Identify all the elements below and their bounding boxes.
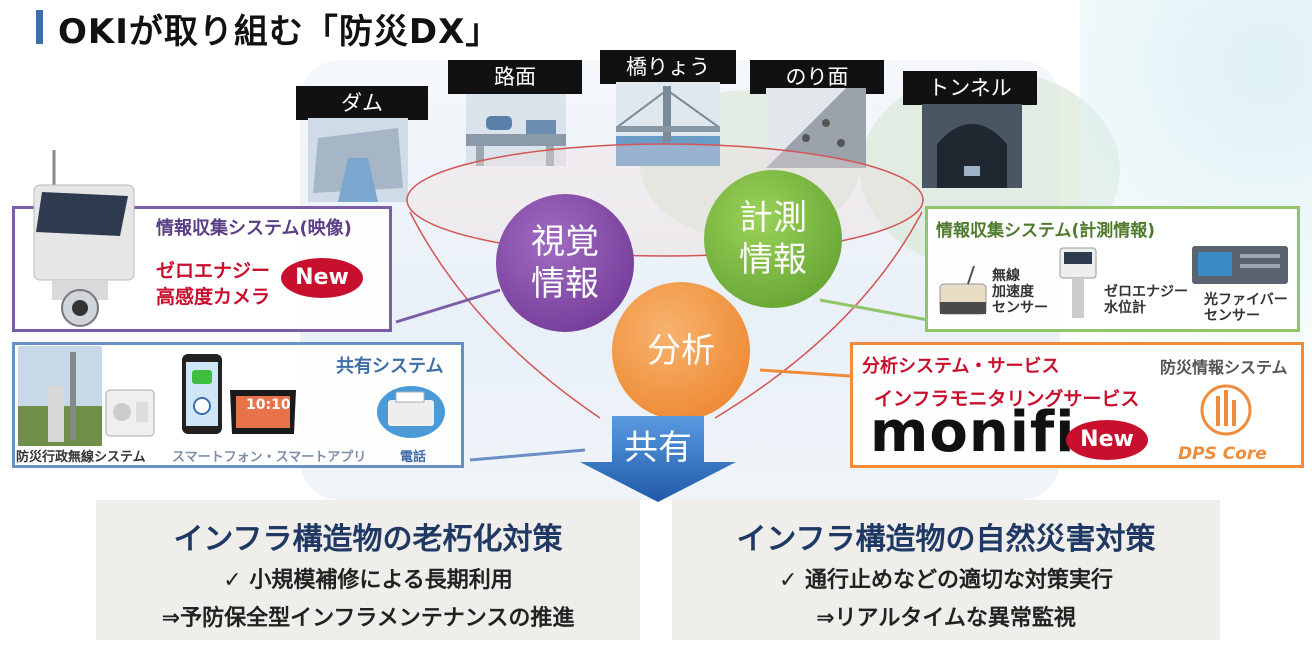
dps-core-icon: [1200, 384, 1252, 436]
smart-display-image: [230, 390, 296, 434]
sensor2-line1: ゼロエナジー: [1104, 284, 1188, 300]
camera-new-badge: New: [281, 258, 363, 298]
analysis-system-title: 分析システム・サービス: [862, 356, 1060, 377]
share-item3-label: 電話: [400, 450, 427, 465]
smartphone-image: [182, 354, 222, 434]
page-title: OKIが取り組む「防災DX」: [58, 12, 501, 52]
structure-tag-tunnel: トンネル: [903, 71, 1037, 105]
analysis-label: 分析: [647, 331, 715, 371]
measure-info-line1: 計測: [739, 198, 807, 238]
sensor2-line2: 水位計: [1104, 300, 1146, 316]
fiber-sensor-image: [1192, 246, 1288, 284]
camera-product-line1: ゼロエナジー: [156, 260, 271, 282]
measure-info-line2: 情報: [739, 240, 807, 280]
solar-camera-image: [33, 150, 135, 327]
sensor2-label: ゼロエナジー 水位計: [1104, 284, 1188, 316]
measure-info-circle: 計測 情報: [704, 170, 842, 308]
visual-info-line1: 視覚: [531, 222, 599, 262]
slope-image: [766, 88, 866, 168]
video-system-title: 情報収集システム(映像): [156, 218, 352, 239]
camera-product-line2: 高感度カメラ: [156, 286, 271, 308]
fax-phone-image: [377, 386, 445, 438]
monifi-new-badge: New: [1066, 420, 1148, 460]
clock-display: 10:10: [246, 397, 291, 413]
share-item2-label: スマートフォン・スマートアプリ: [172, 450, 367, 465]
measure-system-title: 情報収集システム(計測情報): [936, 221, 1156, 241]
visual-info-line2: 情報: [531, 264, 599, 304]
sensor1-label: 無線 加速度 センサー: [992, 268, 1048, 316]
disaster-measures-line2: ⇒リアルタイムな異常監視: [816, 606, 1076, 631]
disaster-measures-title: インフラ構造物の自然災害対策: [736, 522, 1156, 557]
tunnel-image: [922, 104, 1022, 188]
structure-tag-road: 路面: [448, 60, 582, 94]
dps-system-title: 防災情報システム: [1160, 358, 1288, 377]
sensor1-line2: 加速度: [992, 284, 1034, 300]
title-accent-bar: [36, 10, 43, 44]
share-system-title: 共有システム: [336, 356, 444, 377]
sensor1-line1: 無線: [992, 268, 1020, 284]
share-item1-label: 防災行政無線システム: [16, 450, 146, 465]
aging-measures-line1: ✓ 小規模補修による長期利用: [223, 568, 513, 593]
dps-core-label: DPS Core: [1178, 444, 1267, 464]
sensor1-line3: センサー: [992, 300, 1048, 316]
sensor3-line2: センサー: [1204, 308, 1260, 324]
accelerometer-image: [939, 265, 987, 315]
radio-tower-image: [18, 346, 102, 446]
dam-image: [308, 118, 408, 202]
visual-info-circle: 視覚 情報: [496, 194, 634, 332]
bottom-right-box: インフラ構造物の自然災害対策 ✓ 通行止めなどの適切な対策実行 ⇒リアルタイムな…: [672, 500, 1220, 640]
disaster-measures-line1: ✓ 通行止めなどの適切な対策実行: [778, 568, 1114, 593]
bottom-left-box: インフラ構造物の老朽化対策 ✓ 小規模補修による長期利用 ⇒予防保全型インフラメ…: [96, 500, 640, 640]
sensor3-line1: 光ファイバー: [1204, 292, 1288, 308]
aging-measures-line2: ⇒予防保全型インフラメンテナンスの推進: [161, 606, 575, 631]
bridge-image: [616, 82, 720, 166]
structure-tag-slope: のり面: [750, 60, 884, 94]
structure-tag-dam: ダム: [296, 86, 428, 120]
structure-tag-bridge: 橋りょう: [600, 50, 736, 84]
share-arrow-label: 共有: [624, 428, 692, 468]
monifi-logo: monifi: [870, 400, 1076, 465]
sensor3-label: 光ファイバー センサー: [1204, 292, 1288, 324]
water-level-sensor-image: [1059, 247, 1097, 318]
aging-measures-title: インフラ構造物の老朽化対策: [173, 522, 563, 557]
monitoring-service-label: インフラモニタリングサービス: [874, 388, 1140, 410]
radio-receiver-image: [105, 389, 155, 437]
share-arrow: [580, 416, 736, 502]
analysis-circle: 分析: [612, 282, 750, 420]
